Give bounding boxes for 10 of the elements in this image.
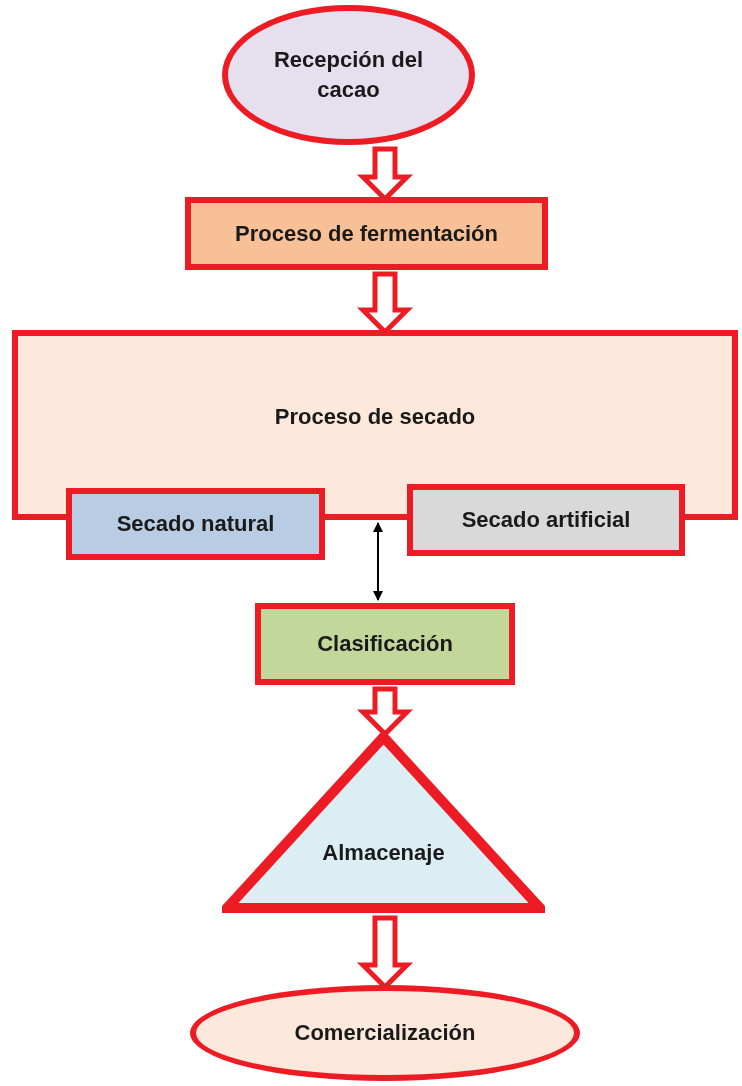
node-label: Comercialización xyxy=(294,1019,476,1048)
node-label: Proceso de fermentación xyxy=(235,219,498,248)
node-label: Secado natural xyxy=(116,510,275,539)
node-label: Clasificación xyxy=(317,630,453,659)
block-arrow xyxy=(356,686,414,738)
node-label: Almacenaje xyxy=(322,839,445,868)
node-label: Secado artificial xyxy=(461,506,631,535)
node-label: Proceso de secado xyxy=(274,403,476,431)
double-arrow xyxy=(373,522,383,601)
node-label: Recepción del cacao xyxy=(272,46,425,104)
